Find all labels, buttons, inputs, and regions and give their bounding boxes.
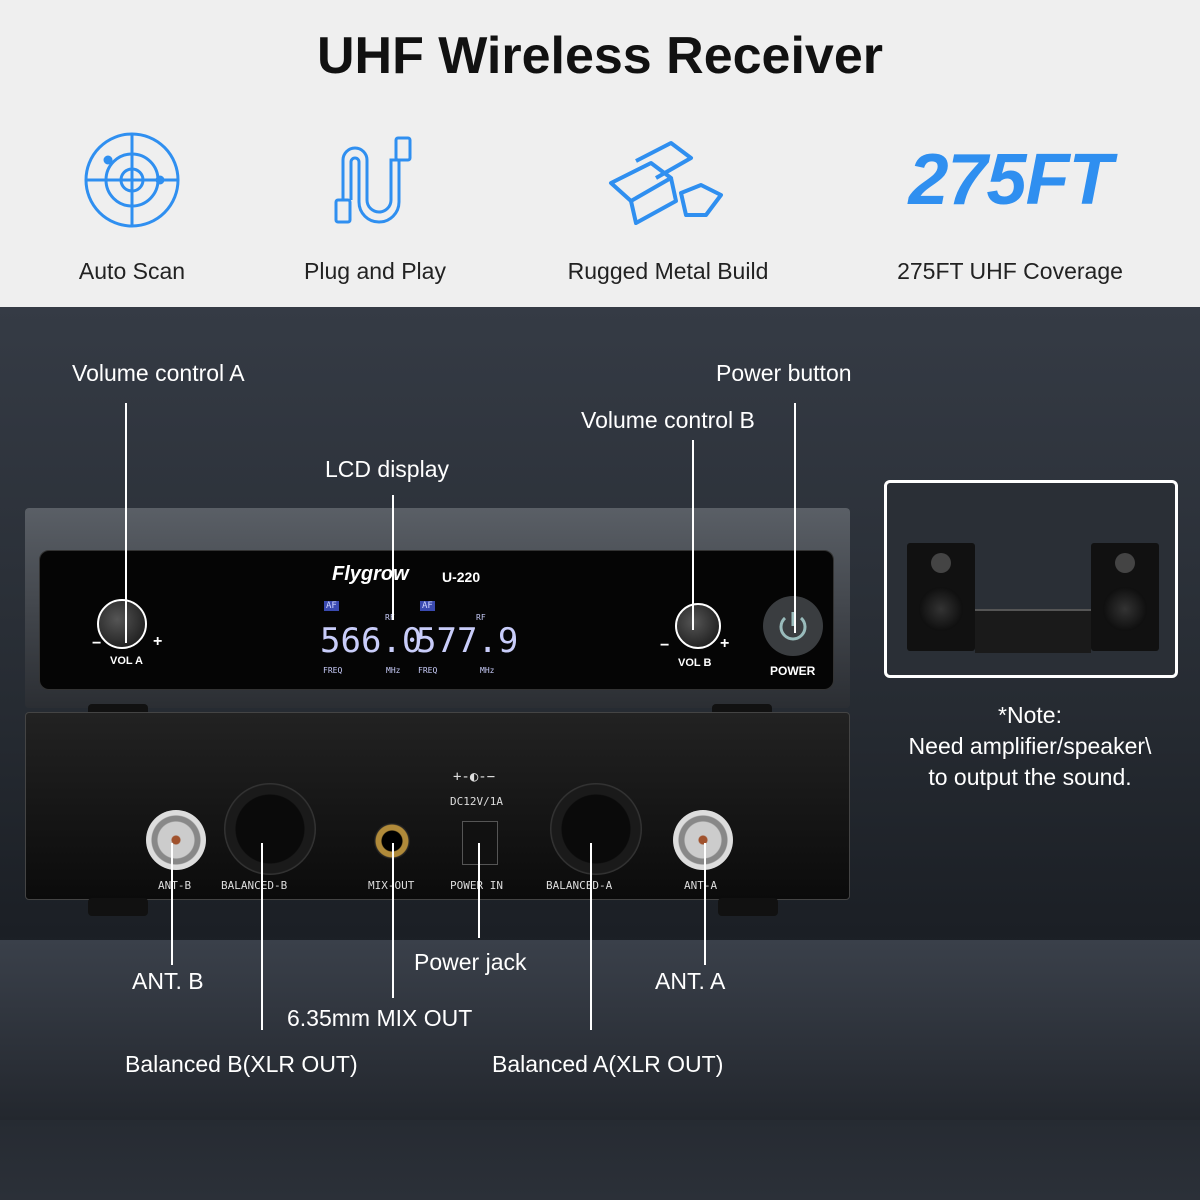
- mhz-label-a: MHz: [386, 666, 401, 675]
- callout-balanced-a: Balanced A(XLR OUT): [492, 1051, 724, 1077]
- frequency-b: 577.9: [416, 621, 519, 661]
- antenna-a-connector[interactable]: [673, 810, 733, 870]
- model-label: U-220: [442, 569, 481, 585]
- feature-label: Rugged Metal Build: [567, 258, 769, 284]
- rf-indicator-a: RF: [385, 613, 395, 622]
- polarity-symbol: +-◐-−: [453, 769, 496, 785]
- callout-line: [692, 440, 694, 630]
- feature-plug-and-play: Plug and Play: [245, 120, 505, 285]
- callout-line: [794, 403, 796, 633]
- feature-label: Plug and Play: [304, 258, 446, 284]
- callout-line: [704, 843, 706, 965]
- amplifier: [975, 609, 1091, 653]
- balanced-b-label: BALANCED-B: [221, 879, 288, 892]
- callout-line: [171, 843, 173, 965]
- receiver-front: − + VOL A Flygrow U-220 AF AF RF RF 566.…: [25, 508, 850, 708]
- callout-lcd: LCD display: [325, 456, 449, 482]
- callout-line: [478, 843, 480, 938]
- callout-volume-a: Volume control A: [72, 360, 245, 386]
- speaker-setup-photo: [884, 480, 1178, 678]
- callout-ant-b: ANT. B: [132, 968, 204, 994]
- note-text: Need amplifier/speaker\: [908, 733, 1152, 759]
- note: *Note: Need amplifier/speaker\ to output…: [880, 700, 1180, 793]
- freq-label-b: FREQ: [418, 666, 438, 675]
- callout-line: [392, 495, 394, 620]
- metal-bars-icon: [608, 140, 723, 225]
- speaker-right: [1091, 543, 1159, 651]
- antenna-b-connector[interactable]: [146, 810, 206, 870]
- callout-ant-a: ANT. A: [655, 968, 726, 994]
- features-header: UHF Wireless Receiver Auto Scan Plug and…: [0, 0, 1200, 307]
- balanced-a-label: BALANCED-A: [546, 879, 613, 892]
- feature-label: Auto Scan: [78, 258, 186, 284]
- volume-knob-b[interactable]: [675, 603, 721, 649]
- receiver-rear: +-◐-− DC12V/1A ANT-B BALANCED-B MIX-OUT …: [25, 712, 850, 900]
- callout-volume-b: Volume control B: [581, 407, 755, 433]
- speaker-left: [907, 543, 975, 651]
- volume-knob-a[interactable]: [97, 599, 147, 649]
- callout-line: [125, 403, 127, 643]
- feature-coverage: 275FT 275FT UHF Coverage: [880, 120, 1140, 285]
- mhz-label-b: MHz: [480, 666, 495, 675]
- rf-indicator-b: RF: [476, 613, 486, 622]
- foot: [718, 898, 778, 916]
- frequency-a: 566.0: [320, 621, 423, 661]
- vol-b-label: VOL B: [678, 657, 712, 669]
- xlr-a-connector[interactable]: [550, 783, 642, 875]
- power-label: POWER: [770, 664, 816, 678]
- note-text: to output the sound.: [928, 764, 1132, 790]
- callout-power-button: Power button: [716, 360, 852, 386]
- callout-line: [392, 843, 394, 998]
- ant-a-label: ANT-A: [684, 879, 718, 892]
- brand-logo: Flygrow: [332, 563, 409, 585]
- coverage-big-text: 275FT: [908, 140, 1112, 220]
- front-panel: − + VOL A Flygrow U-220 AF AF RF RF 566.…: [39, 550, 834, 690]
- power-button[interactable]: [763, 596, 823, 656]
- callout-power-jack: Power jack: [414, 949, 527, 975]
- power-in-jack[interactable]: [462, 821, 498, 865]
- vol-a-label: VOL A: [110, 655, 144, 667]
- callout-balanced-b: Balanced B(XLR OUT): [125, 1051, 358, 1077]
- callout-line: [590, 843, 592, 1030]
- radar-icon: [84, 132, 180, 228]
- af-indicator-b: AF: [420, 601, 435, 611]
- floor: [0, 940, 1200, 1120]
- xlr-b-connector[interactable]: [224, 783, 316, 875]
- note-title: *Note:: [998, 702, 1062, 728]
- foot: [88, 898, 148, 916]
- cable-icon: [334, 136, 412, 224]
- mix-out-label: MIX-OUT: [368, 879, 414, 892]
- callout-mix-out: 6.35mm MIX OUT: [287, 1005, 473, 1031]
- dc-rating: DC12V/1A: [450, 795, 503, 808]
- feature-label: 275FT UHF Coverage: [897, 258, 1123, 284]
- feature-metal-build: Rugged Metal Build: [538, 120, 798, 285]
- power-icon: [779, 612, 807, 641]
- callout-line: [261, 843, 263, 1030]
- af-indicator-a: AF: [324, 601, 339, 611]
- freq-label-a: FREQ: [323, 666, 343, 675]
- page-title: UHF Wireless Receiver: [316, 27, 884, 85]
- ant-b-label: ANT-B: [158, 879, 192, 892]
- power-in-label: POWER IN: [450, 879, 503, 892]
- feature-auto-scan: Auto Scan: [2, 120, 262, 285]
